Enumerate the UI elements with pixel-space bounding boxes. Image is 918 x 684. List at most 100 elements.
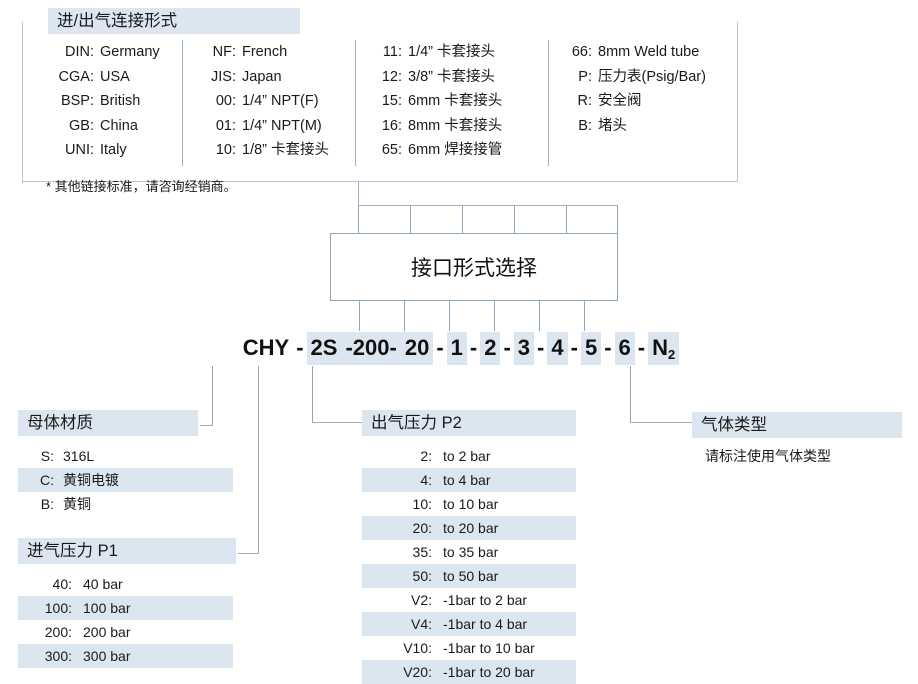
option-value: 200 bar bbox=[83, 624, 131, 640]
part-number-subscript: 2 bbox=[668, 346, 676, 362]
drop-line-2 bbox=[404, 301, 405, 331]
option-code: 300: bbox=[44, 648, 72, 664]
option-row[interactable]: 100: 100 bar bbox=[18, 596, 233, 620]
connection-row: 65:6mm 焊接接管 bbox=[368, 138, 502, 163]
drop-line-6 bbox=[584, 301, 585, 331]
outlet-pressure-connector-v bbox=[312, 366, 313, 422]
option-row[interactable]: 300:300 bar bbox=[18, 644, 233, 668]
option-code: 200: bbox=[44, 624, 72, 640]
connection-desc: 3/8” 卡套接头 bbox=[408, 68, 496, 85]
connection-desc: China bbox=[100, 117, 138, 134]
option-code: B: bbox=[40, 496, 54, 512]
option-row[interactable]: V20:-1bar to 20 bar bbox=[362, 660, 576, 684]
option-row[interactable]: 10:to 10 bar bbox=[362, 492, 576, 516]
connection-row: P:压力表(Psig/Bar) bbox=[562, 65, 706, 90]
part-number-segment[interactable]: 5 bbox=[580, 331, 602, 365]
option-code: 40: bbox=[52, 576, 72, 592]
part-number-segment[interactable]: 1 bbox=[446, 331, 467, 365]
option-row[interactable]: 40: 40 bar bbox=[18, 572, 233, 596]
option-value: 100 bar bbox=[83, 600, 131, 616]
option-code: C: bbox=[40, 472, 54, 488]
drop-line-3 bbox=[449, 301, 450, 331]
connection-code: 11: bbox=[382, 44, 402, 60]
part-number-segment[interactable]: 3 bbox=[513, 331, 535, 365]
part-number-segment[interactable]: -200- bbox=[341, 331, 401, 365]
option-row[interactable]: V2:-1bar to 2 bar bbox=[362, 588, 576, 612]
connection-row: R: 安全阀 bbox=[562, 89, 706, 114]
option-code: 2: bbox=[420, 448, 432, 464]
part-number-segment[interactable]: 2S bbox=[306, 331, 342, 365]
part-number-segment[interactable]: 2 bbox=[480, 331, 501, 365]
part-number-dash: - bbox=[537, 334, 545, 360]
option-code: 100: bbox=[44, 600, 72, 616]
option-row[interactable]: 200: 200 bar bbox=[18, 620, 233, 644]
option-value: to 35 bar bbox=[443, 544, 499, 560]
interface-selection-box[interactable]: 接口形式选择 bbox=[330, 233, 618, 301]
part-number-dash: - bbox=[570, 334, 578, 360]
connection-desc: 堵头 bbox=[598, 117, 627, 134]
option-value: to 20 bar bbox=[443, 520, 499, 536]
connection-row: 12:3/8” 卡套接头 bbox=[368, 65, 502, 90]
option-row[interactable]: C: 黄铜电镀 bbox=[18, 468, 233, 492]
option-row[interactable]: V4: -1bar to 4 bar bbox=[362, 612, 576, 636]
option-value: 黄铜电镀 bbox=[63, 472, 119, 488]
connection-code: 10: bbox=[215, 142, 236, 158]
connection-row: 10:1/8” 卡套接头 bbox=[196, 138, 329, 163]
option-value: to 50 bar bbox=[443, 568, 499, 584]
connection-code: R: bbox=[577, 93, 593, 109]
connection-code: P: bbox=[578, 68, 592, 85]
connection-code: 65: bbox=[381, 142, 402, 158]
part-number-segment[interactable]: 20 bbox=[400, 331, 434, 365]
option-row[interactable]: B:黄铜 bbox=[18, 492, 233, 516]
option-value: to 4 bar bbox=[443, 472, 491, 488]
part-number-segment[interactable]: 4 bbox=[547, 331, 568, 365]
panel-bracket-horizontal bbox=[358, 205, 618, 206]
option-row[interactable]: 2:to 2 bar bbox=[362, 444, 576, 468]
drop-line-4 bbox=[494, 301, 495, 331]
connection-row: 66:8mm Weld tube bbox=[562, 40, 706, 65]
part-number-dash: - bbox=[637, 334, 646, 360]
connection-code: 00: bbox=[215, 93, 236, 109]
part-number-dash: - bbox=[604, 334, 612, 360]
option-row[interactable]: 4:to 4 bar bbox=[362, 468, 576, 492]
option-value: -1bar to 4 bar bbox=[443, 616, 528, 632]
connection-row: B:堵头 bbox=[562, 114, 706, 139]
feeder-line-3 bbox=[462, 205, 463, 234]
connection-desc: 6mm 卡套接头 bbox=[408, 93, 503, 109]
column-divider-3 bbox=[548, 40, 549, 166]
part-number-row: CHY-2S-200-20-1-2-3-4-5-6-N2 bbox=[0, 331, 918, 365]
option-code: 35: bbox=[412, 544, 432, 560]
option-code: V10: bbox=[403, 640, 432, 656]
option-value: -1bar to 10 bar bbox=[443, 640, 535, 656]
column-divider-2 bbox=[355, 40, 356, 166]
connection-desc: 安全阀 bbox=[598, 93, 642, 109]
connection-row: 01:1/4” NPT(M) bbox=[196, 114, 329, 139]
option-value: -1bar to 2 bar bbox=[443, 592, 528, 608]
option-code: V4: bbox=[410, 616, 432, 632]
option-value: 40 bar bbox=[83, 576, 123, 592]
part-number-segment[interactable]: N2 bbox=[648, 331, 680, 365]
connection-row: 15: 6mm 卡套接头 bbox=[368, 89, 502, 114]
part-number-segment[interactable]: CHY bbox=[242, 334, 290, 360]
option-code: V20: bbox=[403, 664, 432, 680]
option-code: 20: bbox=[412, 520, 432, 536]
part-number-dash: - bbox=[436, 334, 444, 360]
connection-row: UNI:Italy bbox=[42, 138, 160, 163]
connection-desc: French bbox=[242, 44, 288, 60]
feeder-line-2 bbox=[410, 205, 411, 234]
connection-code: DIN: bbox=[65, 44, 94, 60]
part-number-segment[interactable]: 6 bbox=[614, 331, 635, 365]
option-row[interactable]: 35: to 35 bar bbox=[362, 540, 576, 564]
connection-desc: British bbox=[100, 93, 141, 109]
option-row[interactable]: S:316L bbox=[18, 444, 233, 468]
option-row[interactable]: V10: -1bar to 10 bar bbox=[362, 636, 576, 660]
connection-code: 15: bbox=[381, 93, 402, 109]
connection-panel-box bbox=[22, 22, 738, 182]
option-row[interactable]: 50:to 50 bar bbox=[362, 564, 576, 588]
option-row[interactable]: 20: to 20 bar bbox=[362, 516, 576, 540]
panel-bracket-vertical bbox=[22, 182, 23, 183]
connection-code: CGA: bbox=[58, 68, 94, 85]
